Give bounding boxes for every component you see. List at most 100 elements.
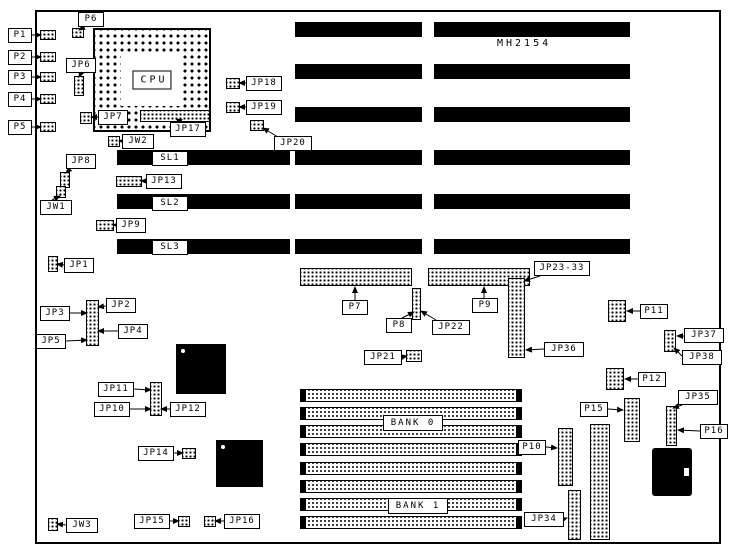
pin-header-jp9-strip	[96, 220, 114, 231]
pin-header-jp17-strip	[140, 110, 210, 122]
simm-socket	[300, 516, 522, 529]
label-sl2: SL2	[152, 196, 188, 211]
jumper-block-p6	[72, 28, 84, 38]
label-jp22: JP22	[432, 320, 470, 335]
label-sl3: SL3	[152, 240, 188, 255]
pin-header-p12	[606, 368, 624, 390]
simm-socket	[300, 443, 522, 456]
label-jp14: JP14	[138, 446, 174, 461]
pin-header-p11	[608, 300, 626, 322]
label-jp20: JP20	[274, 136, 312, 151]
expansion-slot	[117, 194, 290, 209]
simm-socket	[300, 389, 522, 402]
expansion-slot	[434, 239, 630, 254]
expansion-slot	[295, 239, 422, 254]
jumper-block-p4	[40, 94, 56, 104]
pin-header-p8	[412, 288, 421, 320]
model-number: MH2154	[497, 38, 552, 49]
label-p10: P10	[518, 440, 546, 455]
expansion-slot	[295, 64, 422, 79]
expansion-slot	[434, 194, 630, 209]
label-jp4: JP4	[118, 324, 148, 339]
jumper-block-jp18	[226, 78, 240, 89]
expansion-slot	[434, 107, 630, 122]
pin-header-power	[590, 424, 610, 540]
pin-header-p7	[300, 268, 412, 286]
label-p5: P5	[8, 120, 32, 135]
jumper-block-jp20	[250, 120, 264, 131]
simm-socket	[300, 480, 522, 493]
jumper-block-p5	[40, 122, 56, 132]
label-p3: P3	[8, 70, 32, 85]
label-p12: P12	[638, 372, 666, 387]
expansion-slot	[434, 22, 630, 37]
label-jp16: JP16	[224, 514, 260, 529]
label-jp36: JP36	[544, 342, 584, 357]
label-jp12: JP12	[170, 402, 206, 417]
label-jp6: JP6	[66, 58, 96, 73]
label-jw1: JW1	[40, 200, 72, 215]
label-p16: P16	[700, 424, 728, 439]
label-jw3: JW3	[66, 518, 98, 533]
label-p15: P15	[580, 402, 608, 417]
label-jp23-33: JP23-33	[534, 261, 590, 276]
jumper-block-jw3	[48, 518, 58, 531]
label-jp18: JP18	[246, 76, 282, 91]
label-jp37: JP37	[684, 328, 724, 343]
pin-header-jp35-p16	[666, 406, 677, 446]
jumper-block-p1	[40, 30, 56, 40]
expansion-slot	[295, 194, 422, 209]
expansion-slot	[295, 150, 422, 165]
label-p7: P7	[342, 300, 368, 315]
label-jp5: JP5	[36, 334, 66, 349]
expansion-slot	[434, 64, 630, 79]
pin-header-jp13-strip	[116, 176, 142, 187]
label-jp17: JP17	[170, 122, 206, 137]
jumper-block-jp6	[74, 76, 84, 96]
cpu-label: CPU	[132, 70, 172, 90]
jumper-block-p2	[40, 52, 56, 62]
label-bank0: BANK 0	[383, 415, 443, 431]
jumper-block-p3	[40, 72, 56, 82]
label-p4: P4	[8, 92, 32, 107]
label-jp19: JP19	[246, 100, 282, 115]
label-sl1: SL1	[152, 151, 188, 166]
label-jp13: JP13	[146, 174, 182, 189]
cpu-socket-center: CPU	[121, 54, 183, 106]
label-p6: P6	[78, 12, 104, 27]
keyboard-connector	[652, 448, 692, 496]
expansion-slot	[117, 150, 290, 165]
expansion-slot	[295, 22, 422, 37]
jumper-block-jp37-38	[664, 330, 676, 352]
label-p8: P8	[386, 318, 412, 333]
jumper-block-jw1	[56, 186, 66, 198]
jumper-block-jp14	[182, 448, 196, 459]
label-p9: P9	[472, 298, 498, 313]
label-jp2: JP2	[106, 298, 136, 313]
jumper-block-jp2-5	[86, 300, 99, 346]
pin-header-p10	[558, 428, 573, 486]
jumper-block-jp10-12	[150, 382, 162, 416]
label-jp11: JP11	[98, 382, 134, 397]
label-jp8: JP8	[66, 154, 96, 169]
chip-b	[216, 440, 263, 487]
pin-header-p9	[428, 268, 530, 286]
label-jp7: JP7	[98, 110, 128, 125]
label-jp35: JP35	[678, 390, 718, 405]
pin-header-p15	[624, 398, 640, 442]
simm-socket	[300, 462, 522, 475]
label-jp10: JP10	[94, 402, 130, 417]
jumper-block-jp16	[204, 516, 216, 527]
label-p1: P1	[8, 28, 32, 43]
chip-a	[176, 344, 226, 394]
jumper-block-jp7	[80, 112, 92, 124]
pin-header-jp23-33	[508, 278, 525, 358]
expansion-slot	[295, 107, 422, 122]
jumper-block-jp15	[178, 516, 190, 527]
jumper-block-jp1	[48, 256, 58, 272]
expansion-slot	[117, 239, 290, 254]
jumper-block-jw2	[108, 136, 120, 147]
label-jw2: JW2	[122, 134, 154, 149]
label-jp21: JP21	[364, 350, 402, 365]
